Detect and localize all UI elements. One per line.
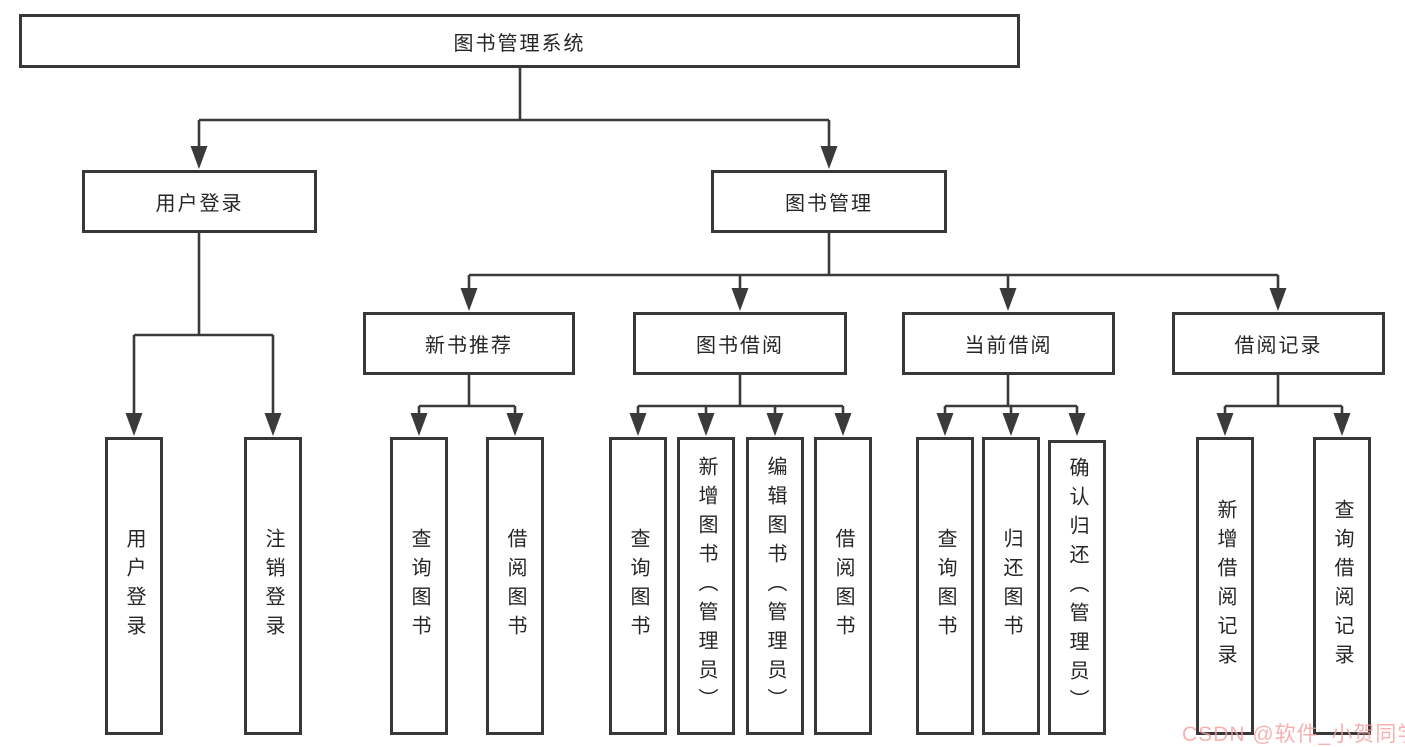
node-library-management-system: 图书管理系统 [19, 14, 1020, 68]
node-user-login: 用户登录 [82, 170, 317, 233]
node-label: 当前借阅 [964, 335, 1053, 357]
node-label: 查询图书 [408, 528, 430, 644]
node-query-books-recommend: 查询图书 [390, 437, 448, 735]
node-label: 确认归还（管理员） [1066, 457, 1088, 718]
node-add-borrow-record: 新增借阅记录 [1196, 437, 1254, 735]
node-label: 新书推荐 [425, 335, 513, 357]
node-label: 新增借阅记录 [1214, 499, 1236, 673]
node-label: 图书管理系统 [453, 32, 586, 55]
node-add-book-admin: 新增图书（管理员） [677, 437, 735, 735]
node-logout: 注销登录 [244, 437, 302, 735]
node-query-books-borrowing: 查询图书 [609, 437, 667, 735]
node-book-management: 图书管理 [711, 170, 947, 233]
node-query-borrow-record: 查询借阅记录 [1313, 437, 1371, 735]
node-label: 查询图书 [934, 528, 956, 644]
node-label: 用户登录 [155, 193, 244, 215]
node-label: 查询借阅记录 [1331, 499, 1353, 673]
node-label: 编辑图书（管理员） [764, 455, 786, 717]
node-current-borrowing: 当前借阅 [902, 312, 1115, 375]
node-label: 用户登录 [123, 528, 145, 644]
node-label: 借阅记录 [1234, 335, 1323, 357]
node-label: 借阅图书 [832, 528, 854, 644]
node-label: 查询图书 [627, 528, 649, 644]
node-query-books-current: 查询图书 [916, 437, 974, 735]
node-label: 图书借阅 [696, 335, 784, 357]
watermark: CSDN @软件_小贺同学 [1182, 723, 1405, 746]
node-label: 归还图书 [1000, 528, 1022, 644]
node-confirm-return-admin: 确认归还（管理员） [1048, 440, 1106, 735]
node-user-login-leaf: 用户登录 [105, 437, 163, 735]
node-return-books: 归还图书 [982, 437, 1040, 735]
node-borrow-books-recommend: 借阅图书 [486, 437, 544, 735]
node-book-borrowing: 图书借阅 [633, 312, 847, 375]
node-label: 图书管理 [785, 193, 873, 215]
node-borrowing-records: 借阅记录 [1172, 312, 1385, 375]
node-label: 注销登录 [262, 528, 284, 644]
node-label: 新增图书（管理员） [695, 455, 717, 717]
node-borrow-books-borrowing: 借阅图书 [814, 437, 872, 735]
node-label: 借阅图书 [504, 528, 526, 644]
node-edit-book-admin: 编辑图书（管理员） [746, 437, 804, 735]
node-new-book-recommend: 新书推荐 [363, 312, 575, 375]
